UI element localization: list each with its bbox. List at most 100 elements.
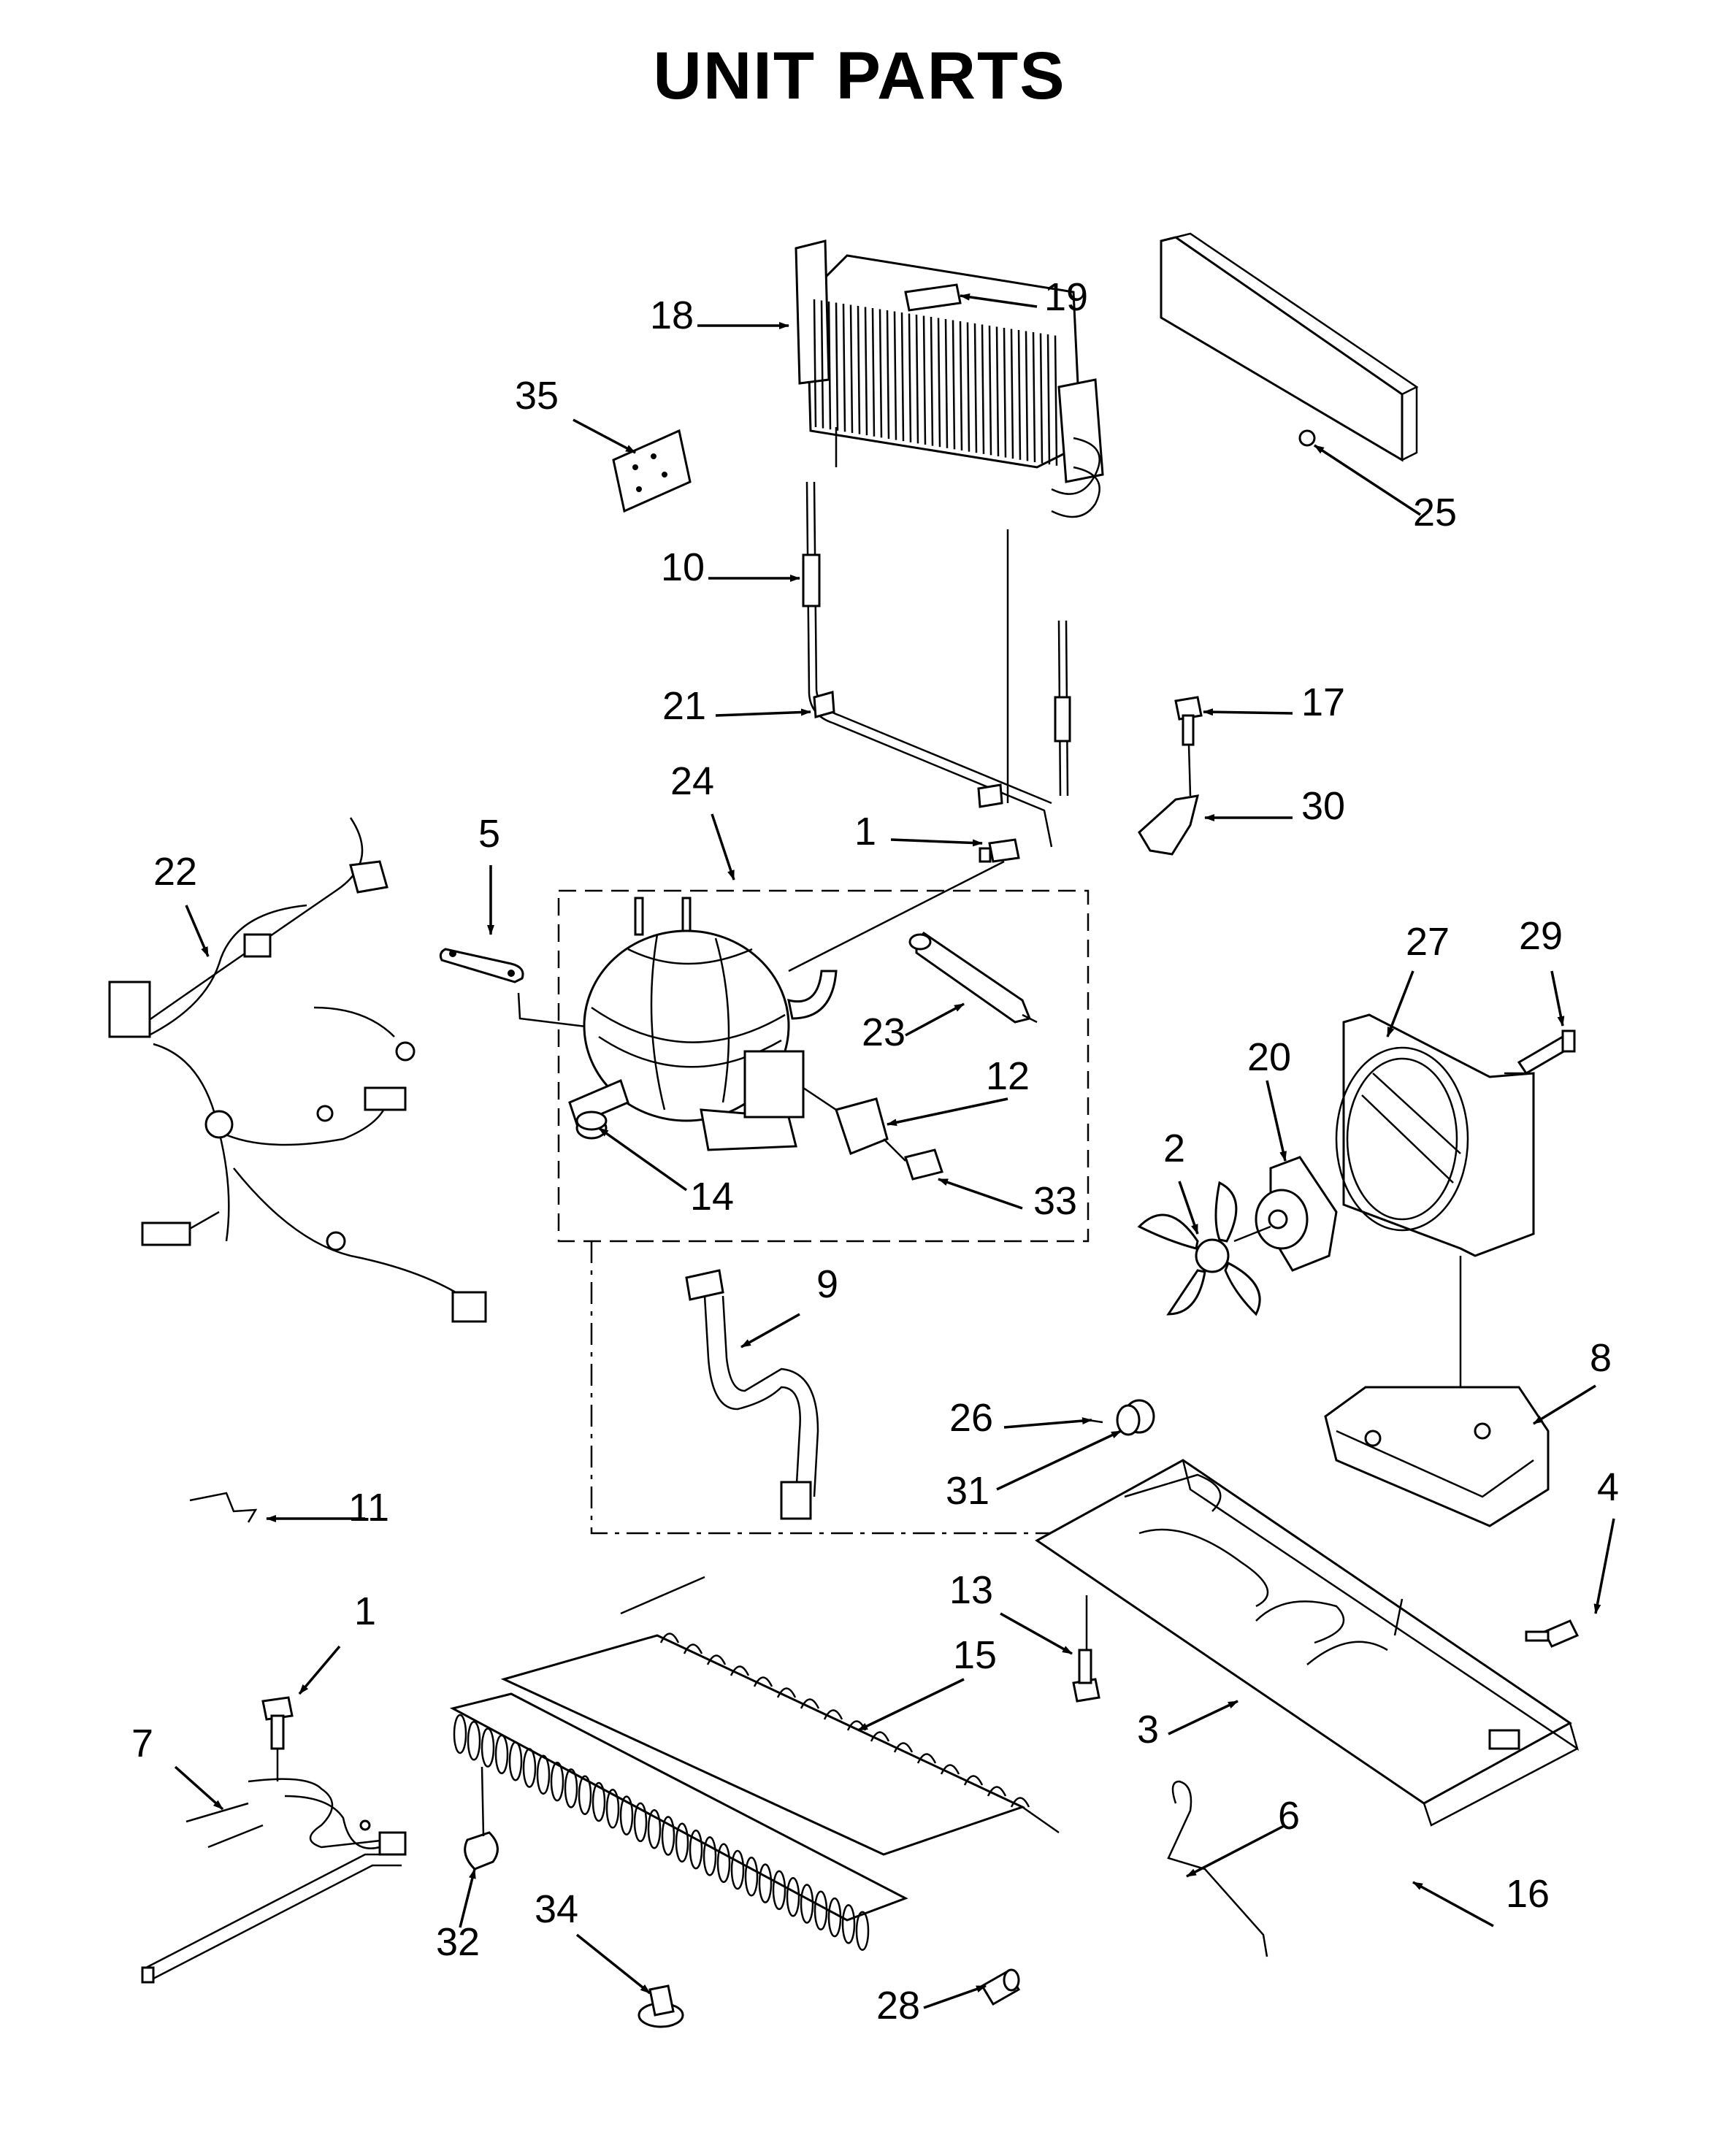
fin-line <box>871 307 876 437</box>
callout-arrow <box>1203 708 1293 716</box>
callout-label: 10 <box>661 545 705 589</box>
callout-label: 35 <box>515 374 559 418</box>
fin-line <box>930 316 934 446</box>
fin-line <box>1003 327 1007 458</box>
callout-label: 13 <box>949 1568 993 1612</box>
fin-line <box>959 321 963 451</box>
callout-label: 8 <box>1590 1336 1612 1380</box>
coil-bend <box>823 1709 843 1720</box>
fan-motor-icon <box>1233 1156 1338 1272</box>
callout-arrow <box>905 1002 965 1037</box>
callout-arrow <box>1168 1700 1238 1735</box>
callout-arrow <box>890 838 983 847</box>
fin-line <box>922 315 927 445</box>
coil-loop <box>453 1714 467 1754</box>
coil-bend <box>1010 1797 1030 1808</box>
compressor-assembly-box <box>557 889 1090 1243</box>
fin-line <box>820 300 824 429</box>
callout-label: 24 <box>670 759 714 803</box>
callout-label: 14 <box>690 1175 734 1219</box>
callout-label: 33 <box>1033 1179 1077 1223</box>
evaporator-coil-icon <box>795 239 1104 518</box>
fin-line <box>944 318 949 448</box>
callout-label: 11 <box>348 1486 389 1530</box>
callout-arrow <box>459 1868 476 1928</box>
callout-label: 7 <box>131 1722 153 1765</box>
coil-loop <box>467 1721 481 1761</box>
coil-loop <box>522 1748 537 1788</box>
coil-loop <box>827 1897 842 1938</box>
callout-arrow <box>1593 1518 1615 1614</box>
callout-label: 20 <box>1247 1035 1291 1079</box>
callout-label: 32 <box>436 1920 480 1964</box>
coil-loop <box>800 1884 814 1924</box>
callout-arrow <box>740 1313 800 1349</box>
screw-icon-29 <box>1517 1029 1576 1075</box>
coil-bend <box>683 1643 703 1654</box>
plug-icon <box>980 1968 1021 2006</box>
strap-icon <box>439 948 524 983</box>
callout-arrow <box>715 708 811 717</box>
callout-label: 21 <box>662 684 706 728</box>
coil-bend <box>940 1764 960 1775</box>
coil-bend <box>753 1676 773 1687</box>
coil-loop <box>591 1781 606 1822</box>
bracket-icon <box>1138 794 1200 856</box>
callout-arrow <box>1266 1080 1287 1162</box>
coil-loop <box>633 1802 648 1843</box>
fin-line <box>937 318 941 448</box>
callout-arrow <box>185 905 210 957</box>
wire-icon <box>1167 1780 1268 1957</box>
coil-bend <box>776 1687 797 1698</box>
coil-bend <box>659 1633 680 1643</box>
fitting-icon <box>638 1984 684 2028</box>
coil-loop <box>758 1863 773 1903</box>
fin-line <box>952 320 956 450</box>
callout-arrow <box>857 1678 965 1732</box>
wire-assembly-icon <box>141 1778 407 1984</box>
coil-bend <box>870 1731 890 1742</box>
callout-arrow <box>1186 1824 1286 1878</box>
condenser-clip-icon <box>464 1766 499 1871</box>
unit-base-plate-icon <box>1035 1459 1580 1827</box>
callout-label: 16 <box>1506 1872 1550 1916</box>
callout-arrow <box>1314 444 1421 516</box>
fin-line <box>835 302 839 431</box>
fan-shroud-icon <box>1335 1013 1535 1257</box>
callout-label: 18 <box>650 294 694 337</box>
motor-bracket-icon <box>1324 1386 1550 1527</box>
coil-loop <box>841 1904 856 1944</box>
coil-loop <box>716 1843 731 1883</box>
coil-loop <box>855 1911 870 1951</box>
callout-arrow <box>938 1178 1023 1210</box>
coil-loop <box>689 1829 703 1870</box>
callout-label: 25 <box>1413 491 1457 534</box>
fin-line <box>995 326 1000 457</box>
screw-icon-13 <box>1072 1649 1100 1703</box>
compressor-icon <box>568 897 838 1151</box>
overload-cap-icon <box>904 1148 943 1181</box>
callout-label: 23 <box>862 1010 906 1054</box>
control-board-icon <box>612 429 692 513</box>
callout-arrow <box>923 1984 987 2009</box>
callout-label: 12 <box>986 1054 1030 1098</box>
coil-loop <box>813 1890 828 1931</box>
callout-label: 30 <box>1301 784 1345 828</box>
coil-loop <box>702 1836 717 1876</box>
coil-loop <box>605 1789 620 1829</box>
coil-loop <box>578 1775 592 1815</box>
coil-loop <box>661 1816 675 1856</box>
fin-line <box>864 307 868 436</box>
callout-label: 1 <box>854 810 876 853</box>
fin-line <box>1032 331 1036 463</box>
fin-line <box>827 301 832 430</box>
fin-line <box>981 324 985 454</box>
coil-loop <box>550 1761 564 1802</box>
fin-line <box>886 310 890 440</box>
defrost-heater-icon <box>802 481 1071 848</box>
relay-icon <box>803 1086 889 1155</box>
coil-loop <box>786 1876 800 1917</box>
coil-loop <box>647 1808 662 1849</box>
coil-loop <box>730 1849 745 1890</box>
callout-arrow <box>887 1097 1008 1127</box>
